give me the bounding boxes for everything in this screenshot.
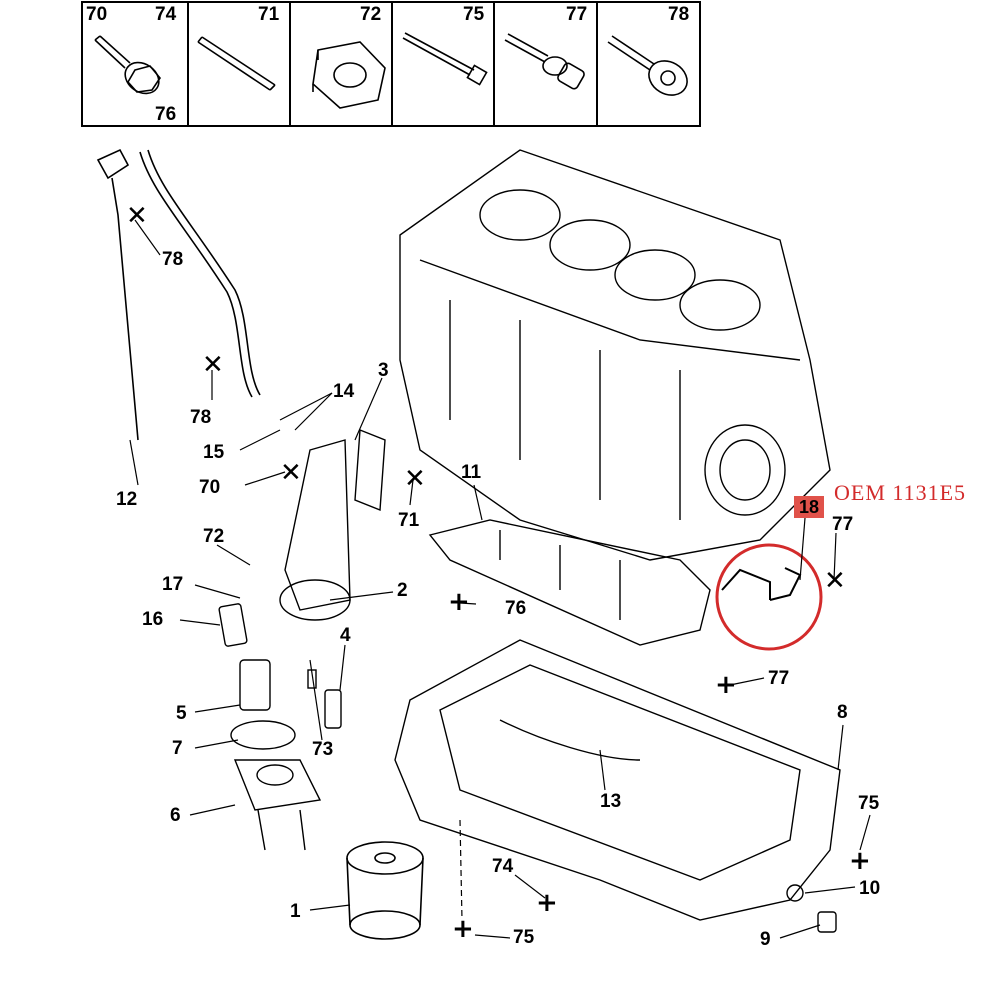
callout-71: 71: [398, 510, 420, 531]
plus-symbol: +: [448, 587, 470, 617]
callout-11: 11: [461, 462, 482, 483]
plus-symbol: +: [849, 846, 871, 876]
cell-76-label: 76: [155, 104, 177, 125]
callout-3: 3: [378, 360, 389, 381]
callout-6: 6: [170, 805, 181, 826]
callout-15: 15: [203, 442, 225, 463]
callout-75: 75: [858, 793, 880, 814]
dipstick-sketch: [96, 148, 261, 441]
cell-72-label: 72: [360, 4, 382, 25]
oil-filter-sketch: [346, 841, 424, 940]
cell-74-label: 74: [155, 4, 177, 25]
callout-17: 17: [162, 574, 184, 595]
callout-73: 73: [312, 739, 334, 760]
windage-tray-sketch: [428, 519, 711, 646]
nut-sketch: [312, 41, 386, 109]
callout-77: 77: [832, 514, 854, 535]
callout-76: 76: [505, 598, 527, 619]
leader-lines: [129, 219, 871, 939]
cell-77-label: 77: [566, 4, 588, 25]
callout-75: 75: [513, 927, 535, 948]
highlight-circle: [715, 543, 823, 651]
callout-70: 70: [199, 477, 221, 498]
callout-13: 13: [600, 791, 622, 812]
plus-symbol: +: [536, 888, 558, 918]
callout-5: 5: [176, 703, 187, 724]
highlight-ref-label: 18: [794, 496, 824, 518]
filter-housing-sketch: [279, 428, 386, 621]
callout-14: 14: [333, 381, 355, 402]
callout-4: 4: [340, 625, 351, 646]
torx-bolt-sketch: [607, 35, 688, 96]
plus-symbol: +: [715, 670, 737, 700]
cross-symbol: ✕: [404, 464, 426, 494]
long-bolt-sketch: [402, 32, 488, 86]
callout-7: 7: [172, 738, 183, 759]
callout-10: 10: [859, 878, 881, 899]
callout-74: 74: [492, 856, 514, 877]
collar-bolt-sketch: [504, 33, 585, 90]
oil-pipe-sketch: [721, 567, 802, 601]
callout-1: 1: [290, 901, 301, 922]
flange-bolt-sketch: [94, 35, 161, 95]
callout-9: 9: [760, 929, 771, 950]
cell-75-label: 75: [463, 4, 485, 25]
cross-symbol: ✕: [824, 566, 846, 596]
cell-70-label: 70: [86, 4, 108, 25]
oil-pan-sketch: [394, 639, 841, 921]
cross-symbol: ✕: [126, 201, 148, 231]
oil-cooler-sketch: [230, 659, 322, 851]
cross-symbol: ✕: [280, 458, 302, 488]
callout-77: 77: [768, 668, 790, 689]
callout-8: 8: [837, 702, 848, 723]
oem-label: OEM 1131E5: [834, 480, 967, 505]
callout-72: 72: [203, 526, 225, 547]
callout-78: 78: [190, 407, 212, 428]
callout-16: 16: [142, 609, 164, 630]
cell-71-label: 71: [258, 4, 280, 25]
callout-12: 12: [116, 489, 138, 510]
stud-sketch: [197, 36, 276, 91]
callout-78: 78: [162, 249, 184, 270]
callout-2: 2: [397, 580, 408, 601]
plus-symbol: +: [452, 914, 474, 944]
engine-block-sketch: [399, 149, 831, 561]
cell-78-label: 78: [668, 4, 690, 25]
cross-symbol: ✕: [202, 350, 224, 380]
parts-header-table: [81, 1, 701, 127]
